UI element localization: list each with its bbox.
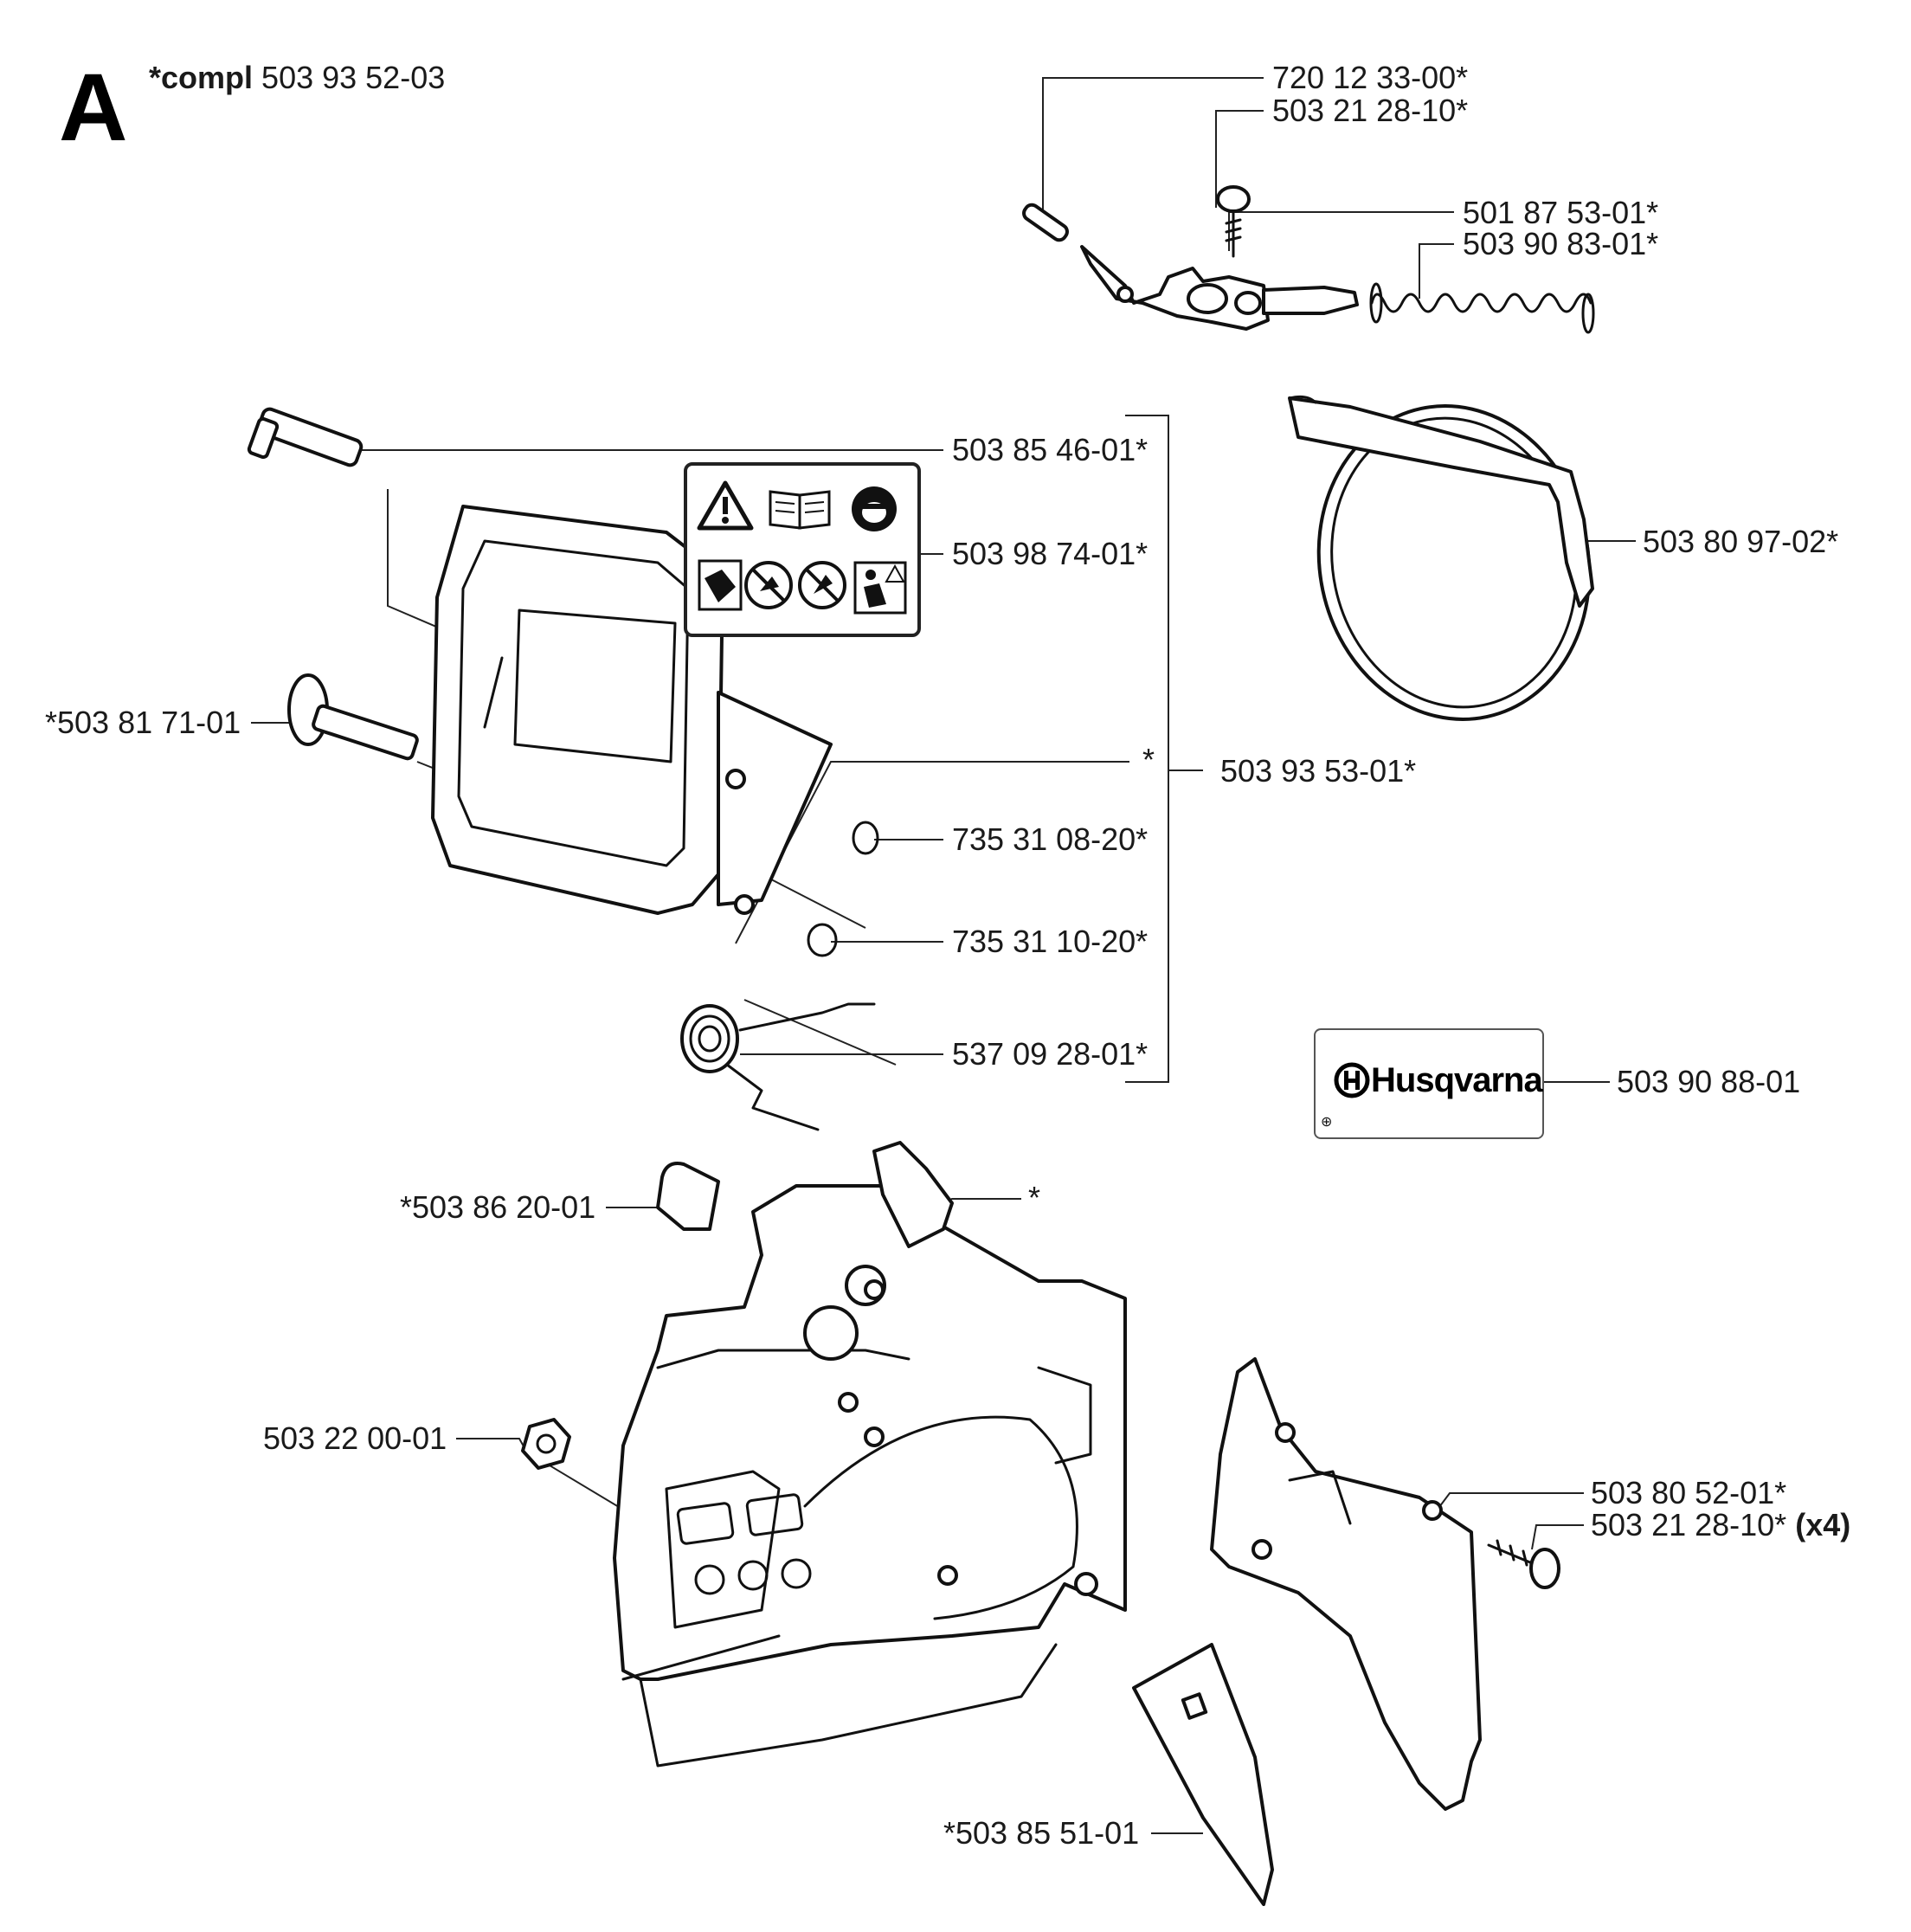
part-label-503-86-20-01: *503 86 20-01 (400, 1189, 596, 1225)
part-label-503-22-00-01: 503 22 00-01 (263, 1420, 447, 1456)
decal-pictograms (697, 480, 907, 615)
part-label-503-21-28-10-bottom: 503 21 28-10* (x4) (1591, 1510, 1850, 1541)
part-label-asterisk-handguard: * (1142, 742, 1155, 777)
kickback-icon (698, 559, 743, 611)
part-label-503-80-52-01: 503 80 52-01* (1591, 1475, 1787, 1510)
part-label-537-09-28-01: 537 09 28-01* (952, 1036, 1149, 1072)
no-one-hand-icon (744, 561, 793, 609)
part-label-503-93-53-01: 503 93 53-01* (1220, 753, 1417, 789)
part-label-503-21-28-10-top: 503 21 28-10* (1272, 93, 1469, 128)
roll-pin-part (1022, 203, 1069, 242)
complete-assembly-label: *compl 503 93 52-03 (149, 62, 445, 93)
cover-screw-part (1487, 1539, 1560, 1589)
sawdust-deflector-part (1132, 1643, 1274, 1906)
brake-spring-part (1369, 282, 1595, 334)
leader-lines (251, 77, 1636, 1834)
brake-lever-part (1080, 245, 1359, 331)
circlip-small-part (852, 821, 879, 855)
two-hands-icon (853, 561, 907, 615)
clutch-cover-part (613, 1141, 1127, 1768)
no-tip-contact-icon (798, 561, 846, 609)
brake-screw-part (1216, 185, 1251, 258)
part-label-735-31-10-20: 735 31 10-20* (952, 924, 1149, 959)
husqvarna-crown-icon (1334, 1062, 1370, 1098)
handguard-part (431, 505, 833, 915)
part-label-735-31-08-20: 735 31 08-20* (952, 821, 1149, 857)
head-protection-icon (852, 486, 897, 531)
part-number: 503 21 28-10* (1591, 1507, 1787, 1542)
chain-catcher-cover-part (1210, 1357, 1482, 1811)
bar-nut-part (521, 1418, 571, 1470)
part-label-503-98-74-01: 503 98 74-01* (952, 536, 1149, 571)
part-label-503-81-71-01: *503 81 71-01 (45, 705, 241, 740)
part-label-503-85-46-01: 503 85 46-01* (952, 432, 1149, 467)
part-label-503-90-83-01: 503 90 83-01* (1463, 226, 1659, 261)
part-label-503-85-51-01: *503 85 51-01 (943, 1815, 1140, 1851)
safety-decal (684, 462, 921, 637)
part-label-720-12-33-00: 720 12 33-00* (1272, 60, 1469, 95)
part-label-503-90-88-01: 503 90 88-01 (1617, 1064, 1801, 1099)
section-letter: A (59, 55, 128, 161)
warning-triangle-icon (697, 480, 754, 531)
torsion-spring-part (680, 1002, 876, 1131)
part-label-503-80-97-02: 503 80 97-02* (1643, 524, 1839, 559)
pivot-sleeve-part (287, 673, 419, 761)
brake-band-part (1288, 395, 1594, 721)
quantity-badge: (x4) (1795, 1507, 1851, 1542)
part-label-asterisk-cover: * (1028, 1180, 1041, 1215)
part-label-501-87-53-01: 501 87 53-01* (1463, 195, 1659, 230)
brand-wordmark: Husqvarna (1371, 1061, 1543, 1099)
circlip-large-part (807, 923, 838, 957)
chain-guide-plate-part (656, 1162, 720, 1231)
compl-number: 503 93 52-03 (261, 60, 446, 95)
plate-rivet-icon: ⊕ (1321, 1113, 1333, 1130)
brake-pivot-pin-part (247, 407, 364, 467)
manual-book-icon (769, 490, 831, 530)
compl-prefix: *compl (149, 60, 254, 95)
husqvarna-logo-plate: Husqvarna ⊕ (1314, 1028, 1544, 1139)
